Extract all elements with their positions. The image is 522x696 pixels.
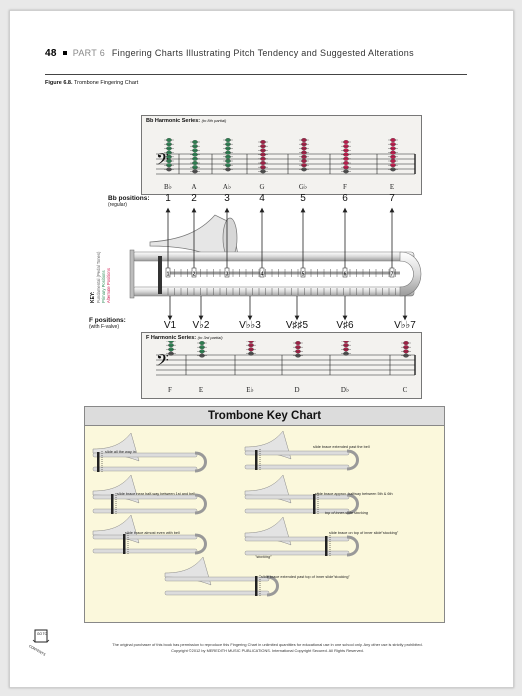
position-marker: [259, 267, 265, 278]
key-alternate: Alternate Positions: [106, 268, 111, 303]
position-marker-number: 1: [167, 272, 170, 278]
note-name: E: [389, 183, 395, 191]
running-header: 48 PART 6 Fingering Charts Illustrating P…: [45, 48, 414, 59]
note-name: E♭: [246, 386, 254, 394]
f-position-label: V♯6: [336, 320, 354, 331]
f-series-title: F Harmonic Series: (to 3rd partial): [146, 335, 223, 341]
note-name: G♭: [298, 183, 308, 191]
position-marker: [165, 267, 171, 278]
key-chart-title: Trombone Key Chart: [85, 407, 444, 426]
bb-position-number: 7: [389, 193, 395, 204]
note-name: F: [343, 183, 347, 191]
bb-position-number: 1: [165, 193, 171, 204]
f-position-label: V♭♭3: [239, 320, 261, 331]
label-slide-all-in: slide all the way in: [105, 450, 136, 454]
position-marker-number: 5: [302, 272, 305, 278]
f-position-label: V♭2: [192, 320, 210, 331]
label-brace-5th-6th: slide brace approx. halfway between 5th …: [315, 492, 393, 496]
note-name: B♭: [164, 183, 172, 191]
bb-positions-row: 1 2 3 4 5 6 7: [0, 193, 522, 205]
key-chart-illustrations: [92, 430, 359, 597]
bass-clef-icon: 𝄢: [156, 350, 169, 374]
position-marker: [191, 267, 197, 278]
trombone-key-chart: Trombone Key Chart slide all the way in …: [84, 406, 445, 623]
label-brace-past-bell: slide brace extended past the bell: [313, 445, 370, 449]
label-brace-past-stocking: slide brace extended past top of inner s…: [261, 575, 350, 579]
f-positions-row: V1 V♭2 V♭♭3 V♯♯5 V♯6 V♭♭7: [0, 320, 522, 332]
note-head: [248, 341, 254, 343]
bb-series-note-names: B♭ A A♭ G G♭ F E: [0, 183, 522, 193]
go-to-contents-button[interactable]: GO TO CONTENTS: [28, 628, 52, 657]
mini-trombone-icon: [244, 516, 359, 557]
position-marker-number: 3: [226, 272, 229, 278]
note-name: D: [294, 386, 300, 394]
f-position-label: V♯♯5: [285, 320, 309, 331]
f-positions-label: F positions:(with F-valve): [89, 317, 126, 330]
note-head: [168, 341, 174, 343]
position-marker-number: 4: [261, 272, 264, 278]
mini-trombone-icon: [244, 430, 359, 471]
footer-permission: The original purchaser of this book has …: [112, 642, 423, 647]
note-name: G: [259, 183, 265, 191]
note-name: D♭: [340, 386, 350, 394]
bb-harmonic-series-box: Bb Harmonic Series: (to 8th partial) 𝄢: [141, 115, 422, 195]
position-marker: [389, 267, 395, 278]
chapter-title: Fingering Charts Illustrating Pitch Tend…: [111, 48, 414, 58]
bb-positions-label: Bb positions:(regular): [108, 195, 150, 208]
position-marker-number: 2: [193, 272, 196, 278]
bullet-square: [62, 51, 67, 56]
label-brace-on-stocking: slide brace on top of inner slide"stocki…: [329, 531, 399, 535]
f-series-note-names: F E E♭ D D♭ C: [0, 386, 522, 396]
bb-series-title: Bb Harmonic Series: (to 8th partial): [146, 118, 227, 124]
f-position-label: V1: [163, 320, 177, 331]
bb-position-number: 5: [300, 193, 306, 204]
position-marker: [224, 267, 230, 278]
position-marker: [300, 267, 306, 278]
page-number: 48: [45, 48, 57, 59]
mini-trombone-icon: [244, 474, 359, 515]
bb-position-number: 3: [224, 193, 230, 204]
note-name: A: [191, 183, 197, 191]
f-harmonic-series-box: F Harmonic Series: (to 3rd partial) 𝄢: [141, 332, 422, 399]
note-name: E: [198, 386, 204, 394]
f-series-staff: 𝄢: [156, 341, 416, 376]
figure-caption: Figure 6.8. Trombone Fingering Chart: [45, 80, 139, 86]
color-key-legend: KEY: Fundamental (Pedal Tones) Primary P…: [90, 233, 111, 303]
note-name: C: [402, 386, 408, 394]
label-top-of-stocking: top of inner-slide stocking: [325, 511, 368, 515]
label-stocking: "stocking": [255, 555, 272, 559]
note-head: [343, 341, 349, 343]
mini-trombone-icon: [92, 432, 207, 473]
label-brace-half-way: slide brace near half-way between 1st an…: [117, 492, 196, 496]
bb-position-arrows: 1 2 3 4 5 6 7: [165, 207, 395, 278]
mini-trombone-icon: [92, 514, 207, 555]
bb-position-number: 2: [191, 193, 197, 204]
bb-position-number: 6: [342, 193, 348, 204]
copyright-footer: The original purchaser of this book has …: [60, 642, 475, 654]
footer-copyright: Copyright ©2012 by MEREDITH MUSIC PUBLIC…: [171, 648, 364, 653]
position-marker-number: 6: [344, 272, 347, 278]
bb-position-number: 4: [259, 193, 265, 204]
f-position-label: V♭♭7: [394, 320, 416, 331]
header-rule: [45, 74, 467, 75]
label-brace-even-with-bell: slide brace almost even with bell: [125, 531, 180, 535]
slide-tick-marks-bottom: [167, 288, 396, 295]
note-name: A♭: [222, 183, 232, 191]
note-name: F: [168, 386, 172, 394]
trombone-slide-diagram: 1 2 3 4 5 6 7: [129, 207, 422, 321]
part-label: PART 6: [72, 48, 106, 58]
mini-trombone-icon: [92, 474, 207, 515]
bass-clef-icon: 𝄢: [156, 149, 169, 173]
position-marker-number: 7: [391, 272, 394, 278]
bb-series-staff: 𝄢: [156, 138, 416, 175]
position-marker: [342, 267, 348, 278]
mini-trombone-icon: [164, 556, 279, 597]
f-position-arrows: [167, 296, 408, 321]
go-to-label: GO TO: [37, 632, 48, 636]
book-icon: [32, 629, 50, 643]
